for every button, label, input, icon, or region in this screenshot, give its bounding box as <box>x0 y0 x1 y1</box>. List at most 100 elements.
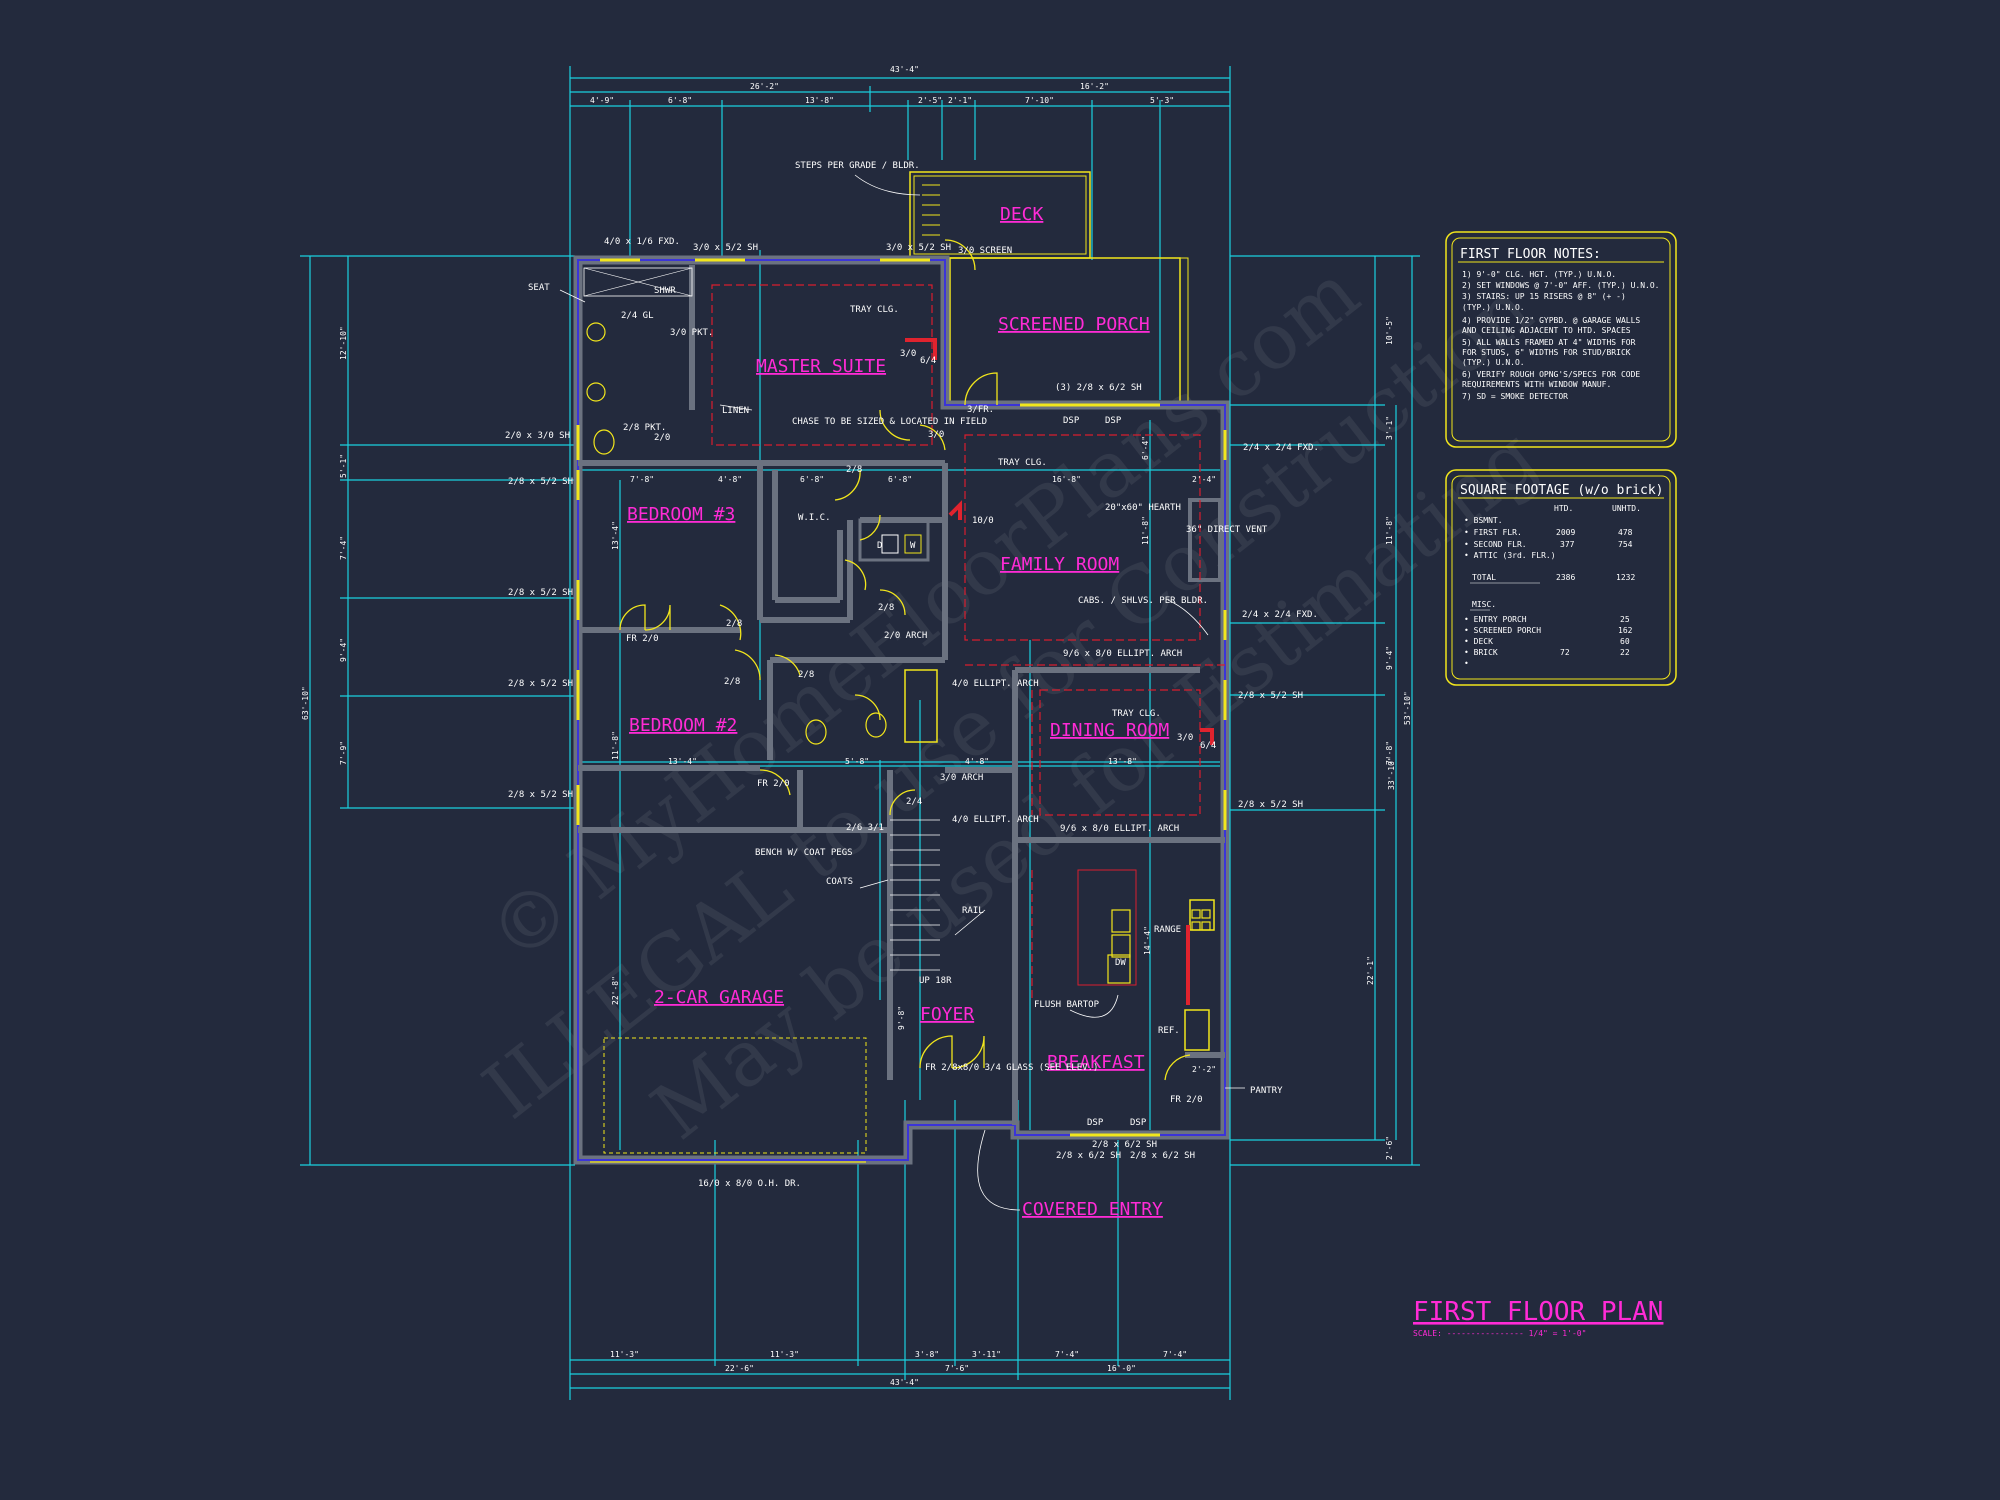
note-line-12: 7) SD = SMOKE DETECTOR <box>1462 392 1568 401</box>
dim-inner-e: 16'-8" <box>1052 475 1081 484</box>
label-dsp-1: DSP <box>1063 416 1080 426</box>
label-pocket-2: 2/8 PKT. <box>623 423 666 433</box>
dim-inner-o: 2'-4" <box>1192 475 1216 484</box>
label-window-l5: 2/8 x 5/2 SH <box>508 790 573 800</box>
dim-right-seg-3: 11'-8" <box>1385 516 1394 545</box>
dim-inner-b: 4'-8" <box>718 475 742 484</box>
dim-inner-h: 5'-8" <box>845 757 869 766</box>
label-front-door: FR 2/8x8/0 3/4 GLASS (SEE ELEV.) <box>925 1063 1098 1073</box>
label-tray-1: TRAY CLG. <box>850 305 899 315</box>
label-3fr: 3/FR. <box>967 405 994 415</box>
dim-bottom-overall: 43'-4" <box>890 1378 919 1387</box>
sqft-misc-unhtd: 162 <box>1618 626 1633 635</box>
label-ellipt-4: 9/6 x 8/0 ELLIPT. ARCH <box>1060 824 1179 834</box>
dim-inner-n: 11'-8" <box>1141 516 1150 545</box>
label-up: UP 18R <box>919 976 952 986</box>
dim-inner-l: 13'-4" <box>611 521 620 550</box>
title-block: FIRST FLOOR PLAN SCALE: ----------------… <box>1413 1297 1663 1338</box>
dim-top-mid-right: 16'-2" <box>1080 82 1109 91</box>
label-28e: 2/8 <box>724 677 740 687</box>
label-fr-l: FR 2/0 <box>626 634 659 644</box>
dim-right-seg-6: 22'-1" <box>1366 956 1375 985</box>
label-window-r4: 2/8 x 5/2 SH <box>1238 800 1303 810</box>
label-tray-3: TRAY CLG. <box>1112 709 1161 719</box>
label-bench: BENCH W/ COAT PEGS <box>755 848 853 858</box>
dim-bottom-mid-1: 22'-6" <box>725 1364 754 1373</box>
annotations: STEPS PER GRADE / BLDR. 4/0 x 1/6 FXD. 3… <box>505 161 1319 1189</box>
label-seat: SEAT <box>528 283 550 293</box>
dim-top-seg-4: 2'-5" <box>918 96 942 105</box>
label-24: 2/4 <box>906 797 922 807</box>
walls <box>573 255 1230 1165</box>
dim-right-seg-1: 10'-5" <box>1385 316 1394 345</box>
label-shower: SHWR <box>654 286 676 296</box>
sqft-misc-row: • BRICK <box>1464 648 1498 657</box>
label-chase: CHASE TO BE SIZED & LOCATED IN FIELD <box>792 417 987 427</box>
label-window-b1: 2/8 x 6/2 SH <box>1092 1140 1157 1150</box>
dim-right-seg-4: 9'-4" <box>1385 646 1394 670</box>
dim-inner-d: 6'-8" <box>888 475 912 484</box>
note-line-6: AND CEILING ADJACENT TO HTD. SPACES <box>1462 326 1631 335</box>
dim-inner-k: 9'-8" <box>897 1006 906 1030</box>
label-linen: LINEN <box>722 406 749 416</box>
label-steps: STEPS PER GRADE / BLDR. <box>795 161 920 171</box>
plan-scale: SCALE: ---------------- 1/4" = 1'-0" <box>1413 1329 1586 1338</box>
dim-top-overall: 43'-4" <box>890 65 919 74</box>
sqft-total-label: TOTAL <box>1472 573 1496 582</box>
dim-right-seg-2: 3'-1" <box>1385 416 1394 440</box>
doors <box>590 239 1191 1163</box>
sqft-misc-row: • DECK <box>1464 637 1493 646</box>
label-arch-2: 3/0 ARCH <box>940 773 983 783</box>
dim-inner-f: 13'-4" <box>668 757 697 766</box>
dim-bottom-seg-5: 7'-4" <box>1055 1350 1079 1359</box>
label-triple-window: (3) 2/8 x 6/2 SH <box>1055 383 1142 393</box>
label-ellipt-3: 4/0 ELLIPT. ARCH <box>952 815 1039 825</box>
label-fxd-r1: 2/4 x 2/4 FXD. <box>1243 443 1319 453</box>
dim-right-overall: 53'-10" <box>1403 691 1412 725</box>
room-labels: DECK SCREENED PORCH MASTER SUITE BEDROOM… <box>627 204 1169 1220</box>
dim-top-seg-5: 2'-1" <box>948 96 972 105</box>
note-line-4: (TYP.) U.N.O. <box>1462 303 1525 312</box>
dim-right-mid: 33'-10" <box>1387 756 1396 790</box>
label-28a: 2/8 <box>846 465 862 475</box>
label-100: 10/0 <box>972 516 994 526</box>
sqft-misc-unhtd: 22 <box>1620 648 1630 657</box>
label-28b: 2/8 <box>726 619 742 629</box>
dim-inner-g: 13'-8" <box>1108 757 1137 766</box>
label-cabinets: CABS. / SHLVS. PER BLDR. <box>1078 596 1208 606</box>
label-window-b3: 2/8 x 6/2 SH <box>1130 1151 1195 1161</box>
sqft-misc-row: • SCREENED PORCH <box>1464 626 1541 635</box>
dim-bottom-mid-3: 16'-0" <box>1107 1364 1136 1373</box>
label-pocket-1: 3/0 PKT. <box>670 328 713 338</box>
dimension-lines <box>300 66 1420 1400</box>
room-screened-porch: SCREENED PORCH <box>998 314 1150 335</box>
note-line-1: 1) 9'-0" CLG. HGT. (TYP.) U.N.O. <box>1462 270 1616 279</box>
dim-left-seg-5: 7'-9" <box>339 741 348 765</box>
label-fr-pantry: FR 2/0 <box>1170 1095 1203 1105</box>
sqft-total-unhtd: 1232 <box>1616 573 1635 582</box>
notes-panel: FIRST FLOOR NOTES: 1) 9'-0" CLG. HGT. (T… <box>1445 231 1677 448</box>
label-door-20: 2/0 <box>654 433 670 443</box>
room-garage: 2-CAR GARAGE <box>654 987 784 1008</box>
dim-left-seg-4: 9'-4" <box>339 638 348 662</box>
plan-title: FIRST FLOOR PLAN <box>1413 1297 1663 1327</box>
sqft-misc-row: • <box>1464 659 1469 668</box>
dim-inner-q: 14'-4" <box>1143 926 1152 955</box>
dim-inner-a: 7'-8" <box>630 475 654 484</box>
sqft-col-htd: HTD. <box>1554 504 1573 513</box>
label-30c: 3/0 <box>1177 733 1193 743</box>
label-window-l3: 2/8 x 5/2 SH <box>508 588 573 598</box>
dim-bottom-seg-3: 3'-8" <box>915 1350 939 1359</box>
room-bedroom-3: BEDROOM #3 <box>627 504 735 525</box>
dimension-text: 43'-4" 26'-2" 16'-2" 4'-9" 6'-8" 13'-8" … <box>301 65 1412 1387</box>
square-footage-panel: SQUARE FOOTAGE (w/o brick) HTD. UNHTD. •… <box>1445 469 1677 686</box>
note-line-2: 2) SET WINDOWS @ 7'-0" AFF. (TYP.) U.N.O… <box>1462 281 1659 290</box>
sqft-col-unhtd: UNHTD. <box>1612 504 1641 513</box>
dim-top-seg-7: 5'-3" <box>1150 96 1174 105</box>
label-ellipt-1: 9/6 x 8/0 ELLIPT. ARCH <box>1063 649 1182 659</box>
label-31: 2/6 3/1 <box>846 823 884 833</box>
note-line-9: (TYP.) U.N.O. <box>1462 358 1525 367</box>
dim-bottom-seg-2: 11'-3" <box>770 1350 799 1359</box>
label-64b: 6/4 <box>1200 741 1216 751</box>
